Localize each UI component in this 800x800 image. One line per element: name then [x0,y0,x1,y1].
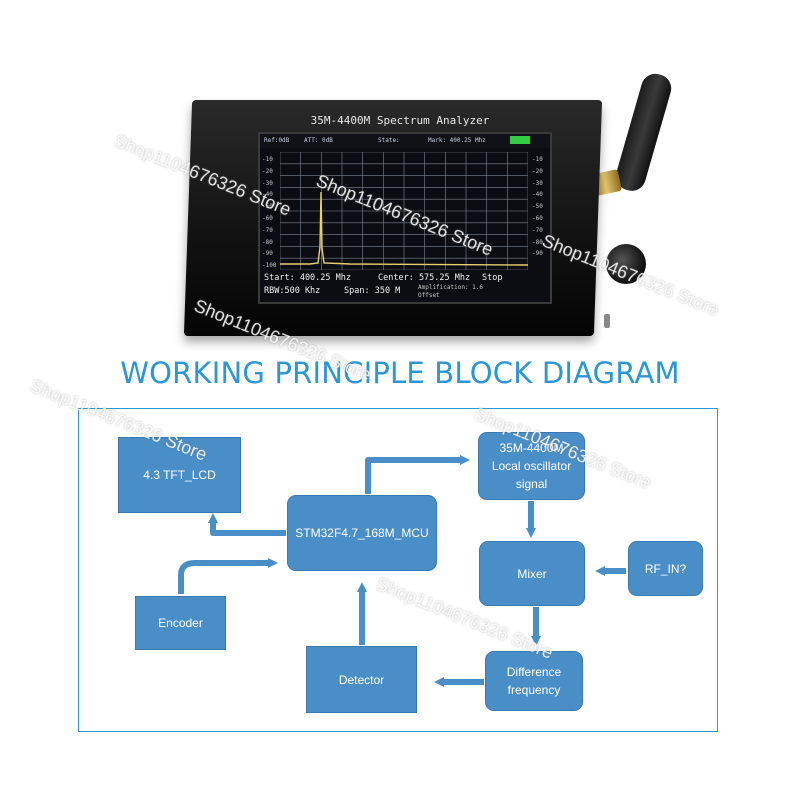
device-photo: 35M-4400M Spectrum Analyzer Ref:0dB ATT:… [0,0,800,350]
lo-label-3: signal [515,477,548,491]
y-tick-right: -80 [532,238,543,246]
y-tick-left: -30 [262,179,273,187]
signal-trace [280,191,528,266]
y-tick-left: -20 [262,167,273,175]
status-bar: Ref:0dB ATT: 0dB State: Mark: 400.25 Mhz [260,134,550,148]
detector-label: Detector [338,672,385,687]
battery-icon [510,136,530,144]
y-tick-left: -70 [262,226,273,234]
difference-frequency-block: Difference frequency [485,651,583,711]
y-tick-right: -40 [532,191,543,199]
y-tick-right: -30 [532,179,543,187]
y-tick-left: -50 [262,203,273,211]
spectrum-plot [280,152,528,270]
y-tick-left: -10 [262,156,273,163]
side-button [604,314,610,328]
readout-span: Span: 350 M [344,286,401,296]
status-mark: Mark: 400.25 Mhz [428,137,486,144]
y-tick-left: -100 [262,262,277,270]
rotary-knob [606,244,646,284]
readout-rbw: RBW:500 Khz [264,286,321,296]
y-tick-right: -90 [532,250,543,258]
lcd-block: 4.3 TFT_LCD [118,437,241,513]
diff-label-2: frequency [507,683,561,697]
y-tick-right: -20 [532,167,543,175]
y-tick-right: -70 [532,226,543,234]
status-att: ATT: 0dB [304,137,333,144]
readout-stop: Stop [482,273,503,283]
lcd-label: 4.3 TFT_LCD [143,468,216,482]
y-tick-left: -40 [262,191,273,199]
mixer-label: Mixer [517,566,547,581]
device-title: 35M-4400M Spectrum Analyzer [310,114,490,127]
diff-label-1: Difference [506,665,562,679]
y-tick-right: -50 [532,203,543,211]
readout-amplification: Amplification: 1.6 [418,284,484,291]
encoder-block: Encoder [135,596,226,650]
rf-in-label: RF_IN? [644,561,687,576]
mcu-block: STM32F4.7_168M_MCU [287,495,437,571]
diagram-heading: WORKING PRINCIPLE BLOCK DIAGRAM [120,356,680,390]
y-tick-right: -10 [532,156,543,163]
mixer-block: Mixer [479,541,585,606]
y-tick-left: -80 [262,238,273,246]
readout-center: Center: 575.25 Mhz [378,273,471,283]
encoder-label: Encoder [158,616,203,630]
lo-label-1: 35M-4400M [499,441,564,455]
y-tick-left: -90 [262,250,273,258]
readout-offset: Offset [418,292,440,299]
status-ref: Ref:0dB [264,137,290,144]
local-oscillator-block: 35M-4400M Local oscillator signal [478,432,585,500]
antenna [612,70,675,195]
rf-in-block: RF_IN? [628,541,703,596]
y-tick-left: -60 [262,215,273,222]
y-tick-right: -60 [532,215,543,222]
device-screen: Ref:0dB ATT: 0dB State: Mark: 400.25 Mhz… [258,132,552,304]
status-state: State: [378,137,400,144]
lo-label-2: Local oscillator [491,459,572,473]
readout-start: Start: 400.25 Mhz [264,273,351,283]
detector-block: Detector [306,646,417,713]
mcu-label: STM32F4.7_168M_MCU [295,526,429,540]
